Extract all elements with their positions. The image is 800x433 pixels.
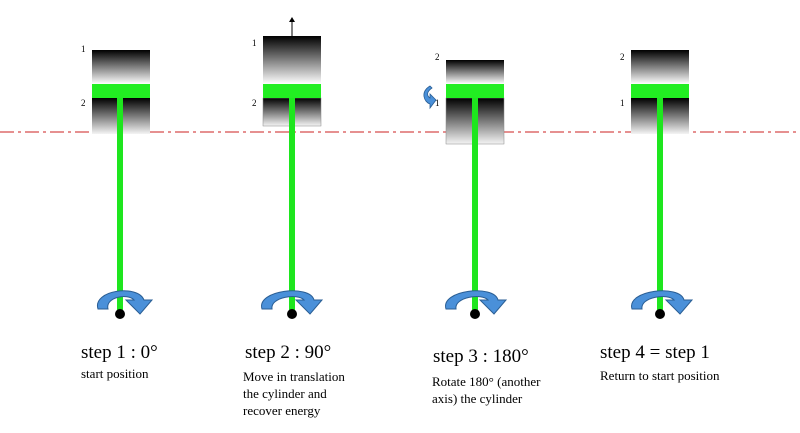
step-1-bottom-label: 2 — [81, 98, 86, 108]
rotation-arrow-icon — [97, 290, 154, 315]
piston-seal — [92, 84, 150, 98]
rotation-arrow-icon — [445, 290, 508, 315]
piston-rod — [657, 98, 663, 314]
step-1-description: start position — [81, 365, 149, 382]
rotation-arrow-icon — [631, 290, 694, 315]
step-4-title: step 4 = step 1 — [600, 342, 710, 363]
rotation-arrow-icon — [261, 290, 324, 315]
step-4-mechanism — [631, 50, 694, 319]
cylinder-top-chamber — [92, 50, 150, 84]
step-1-top-label: 1 — [81, 44, 86, 54]
cylinder-top-chamber — [446, 60, 504, 84]
piston-seal — [263, 84, 321, 98]
step-2-bottom-label: 2 — [252, 98, 257, 108]
cylinder-top-chamber — [631, 50, 689, 84]
step-4-bottom-label: 1 — [620, 98, 625, 108]
step-2-description: Move in translation the cylinder and rec… — [243, 368, 345, 419]
step-3-top-label: 2 — [435, 52, 440, 62]
pivot-point — [115, 309, 125, 319]
cylinder-top-chamber — [263, 36, 321, 84]
step-4-description: Return to start position — [600, 367, 720, 384]
step-3-description-line: axis) the cylinder — [432, 391, 523, 406]
pivot-point — [655, 309, 665, 319]
up-arrow-head — [289, 17, 295, 22]
step-3-title: step 3 : 180° — [433, 346, 529, 367]
step-3-description-line: Rotate 180° (another — [432, 374, 541, 389]
step-3-mechanism — [423, 60, 508, 319]
pivot-point — [287, 309, 297, 319]
piston-seal — [446, 84, 504, 98]
step-2-description-line: the cylinder and — [243, 386, 327, 401]
step-2-title: step 2 : 90° — [245, 342, 332, 363]
step-1-mechanism — [92, 50, 154, 319]
step-3-description: Rotate 180° (another axis) the cylinder — [432, 373, 540, 407]
piston-rod — [117, 98, 123, 314]
flip-arrow-icon — [423, 85, 437, 110]
step-1-title: step 1 : 0° — [81, 342, 158, 363]
piston-rod — [472, 98, 478, 314]
step-2-mechanism — [261, 17, 324, 319]
step-1-description-line: start position — [81, 366, 149, 381]
pivot-point — [470, 309, 480, 319]
step-4-top-label: 2 — [620, 52, 625, 62]
step-4-description-line: Return to start position — [600, 368, 720, 383]
step-2-top-label: 1 — [252, 38, 257, 48]
piston-rod — [289, 98, 295, 314]
step-2-description-line: Move in translation — [243, 369, 345, 384]
step-2-description-line: recover energy — [243, 403, 321, 418]
step-3-bottom-label: 1 — [435, 98, 440, 108]
piston-seal — [631, 84, 689, 98]
